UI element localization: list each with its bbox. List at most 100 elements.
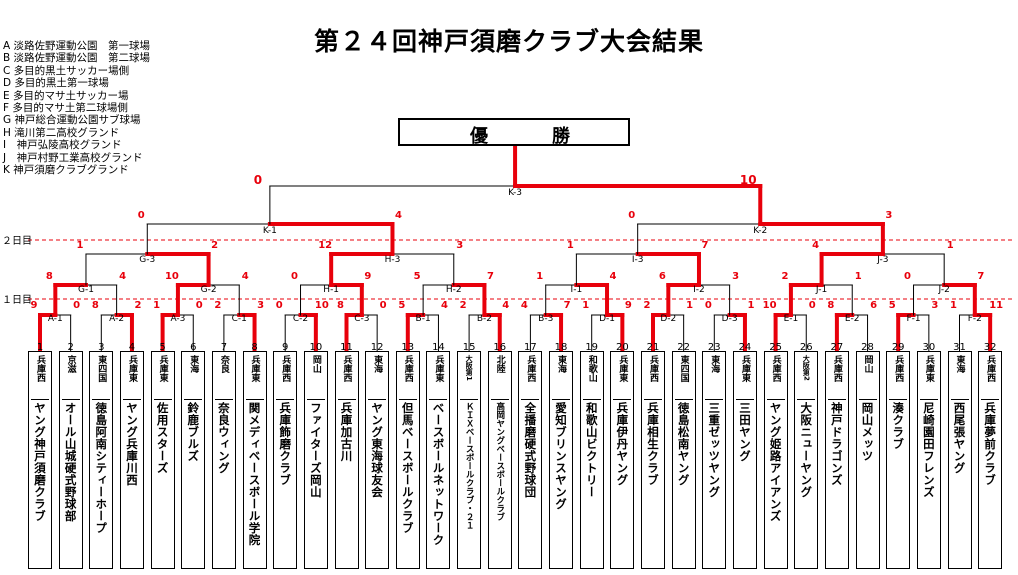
venue-item: C 多目的黒土サッカー場側 [3,64,130,77]
match-score: 1 [567,240,574,251]
team-number: 10 [309,342,323,353]
team-prefecture: 東四国 [678,355,689,382]
team-card: 兵庫西兵庫夢前クラブ [978,351,1003,569]
team-prefecture: 兵庫西 [402,355,413,382]
team-card: 兵庫東三田ヤング [732,351,757,569]
team-number: 3 [98,342,105,353]
team-prefecture: 兵庫東 [617,355,628,382]
match-score: 12 [318,240,332,251]
team-name: ＫＩＸベースボールクラブ・２１ [464,402,475,530]
team-number: 14 [432,342,445,353]
team-name: 兵庫飾磨クラブ [278,402,293,486]
team-divider [919,399,938,400]
team-number: 22 [677,342,690,353]
match-score: 2 [214,300,221,311]
match-score: 6 [870,300,877,311]
match-score: 8 [92,300,99,311]
team-number: 24 [738,342,752,353]
match-score: 0 [904,271,911,282]
team-number: 2 [67,342,74,353]
match-score: 7 [977,271,984,282]
match-score: 4 [119,271,126,282]
match-score: 0 [138,210,145,221]
match-label: K-2 [753,226,767,236]
team-divider [184,399,203,400]
team-card: 兵庫西兵庫飾磨クラブ [273,351,298,569]
day-label: ２日目 [2,236,32,247]
team-name: 大阪ニューヤング [799,402,814,498]
team-divider [122,399,141,400]
team-card: 東四国徳島松南ヤング [671,351,696,569]
team-prefecture: 兵庫西 [341,355,352,382]
match-score: 1 [153,300,160,311]
match-label: G-1 [78,285,94,295]
team-name: 高岡ヤングベースボールクラブ [494,402,505,521]
match-label: C-2 [293,314,308,324]
team-number: 28 [861,342,874,353]
match-score: 9 [364,271,371,282]
team-divider [92,399,111,400]
team-number: 6 [190,342,197,353]
team-name: 三重ゼッツヤング [707,402,722,498]
team-number: 4 [128,342,136,353]
team-name: 西尾張ヤング [952,402,967,474]
team-divider [61,399,80,400]
team-prefecture: 兵庫東 [126,355,137,382]
team-divider [644,399,662,400]
team-name: 神戸ドラゴンズ [829,402,844,486]
match-label: I-3 [632,255,644,265]
team-prefecture: 東四国 [96,355,107,382]
venue-item: D 多目的黒土第一球場 [3,77,109,90]
team-name: 奈良ウィング [216,402,231,474]
match-score: 2 [460,300,467,311]
match-score: 4 [441,300,448,311]
match-label: F-2 [968,314,982,324]
match-score: 4 [242,271,249,282]
team-number: 12 [370,342,384,353]
match-score: 0 [73,300,80,311]
team-name: 岡山メッツ [860,402,875,462]
team-number: 23 [707,342,721,353]
team-card: 兵庫東ヤング兵庫川西 [119,351,144,569]
team-divider [674,399,693,400]
match-label: D-3 [722,314,738,324]
venue-item: G 神戸総合運動公園サブ球場 [3,114,141,127]
match-score: 0 [380,300,387,311]
team-name: 尼崎園田フレンズ [921,402,936,498]
team-number: 16 [493,342,507,353]
match-score: 1 [686,300,693,311]
team-name: 佐用スターズ [155,402,170,474]
team-number: 5 [159,342,166,353]
match-score: 0 [276,300,283,311]
day-label: １日目 [2,295,32,306]
match-score: 0 [809,300,816,311]
match-score: 1 [950,300,957,311]
team-number: 29 [891,342,905,353]
match-label: D-1 [599,314,615,324]
team-card: 兵庫西神戸ドラゴンズ [824,351,849,569]
team-divider [766,399,785,400]
team-prefecture: 東海 [709,355,720,373]
team-divider [735,399,754,400]
match-label: H-3 [385,255,401,265]
match-score: 11 [989,300,1003,311]
team-card: 東海三重ゼッツヤング [702,351,727,569]
match-label: H-1 [323,285,339,295]
team-card: 兵庫西兵庫加古川 [334,351,359,569]
team-card: 兵庫西但馬ベースボールクラブ [395,351,420,569]
team-number: 25 [769,342,782,353]
match-score: 1 [536,271,543,282]
team-divider [153,399,172,400]
team-number: 31 [953,342,966,353]
team-card: 岡山岡山メッツ [855,351,880,569]
team-divider [582,399,601,400]
match-score: 5 [398,300,405,311]
team-number: 15 [462,342,476,353]
match-score: 0 [628,210,635,221]
team-name: 三田ヤング [737,402,752,462]
match-score: 7 [487,271,494,282]
team-name: 兵庫加古川 [339,402,354,462]
match-score: 10 [740,173,757,187]
